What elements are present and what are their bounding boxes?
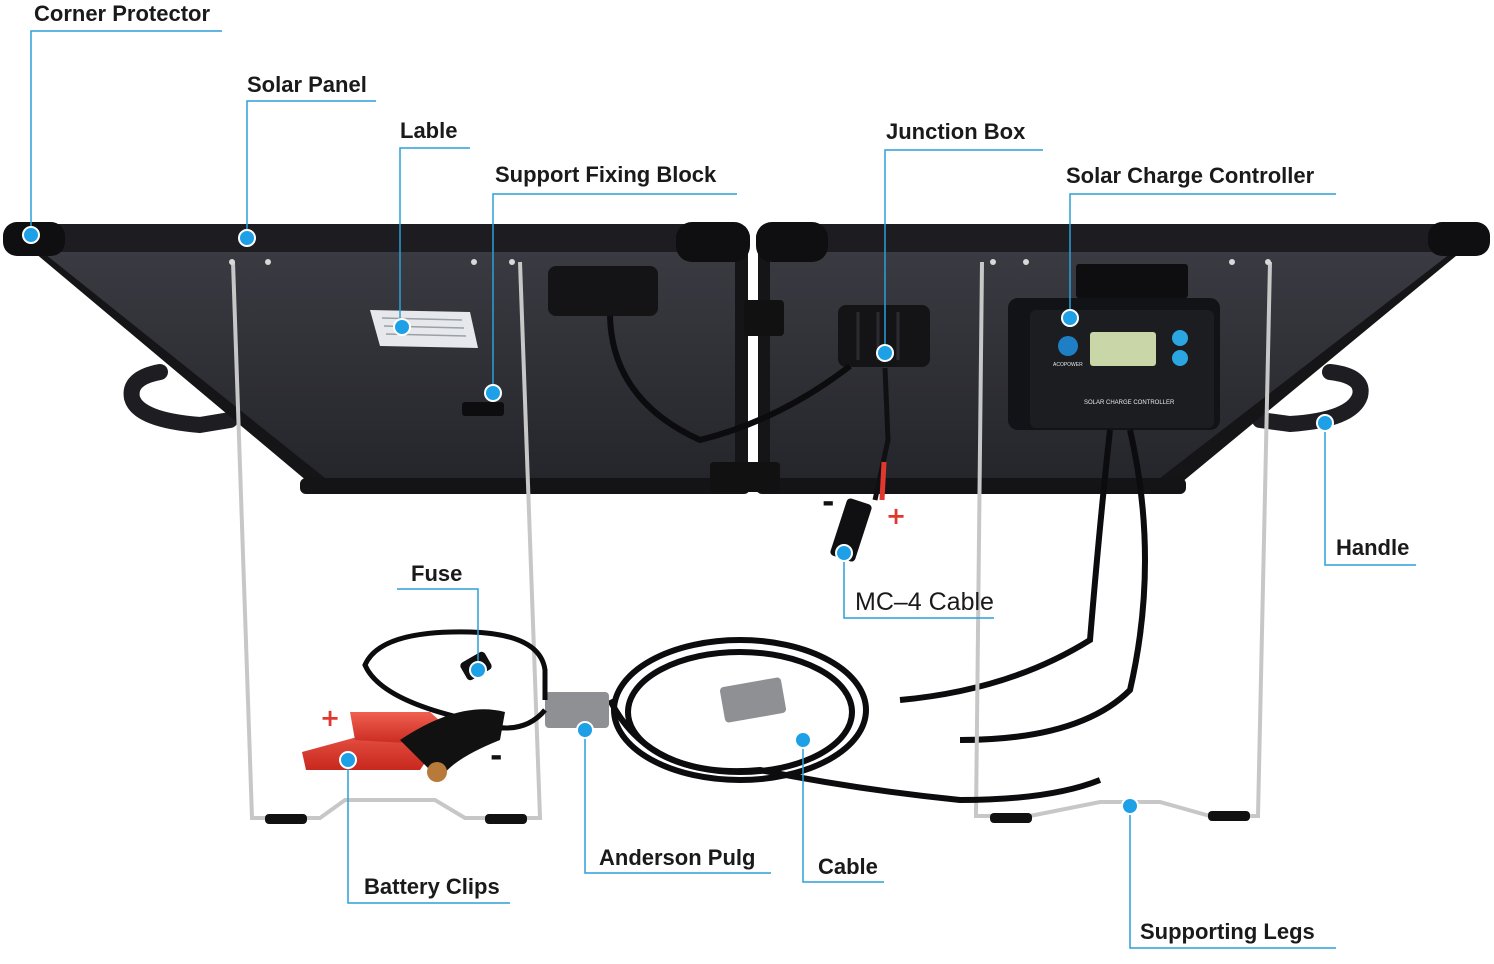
dot-junction-box — [876, 344, 894, 362]
controller-brand: ACOPOWER — [1053, 362, 1083, 368]
support-fixing-block — [462, 402, 504, 416]
label-supporting-legs: Supporting Legs — [1140, 919, 1315, 944]
dot-solar-charge-controller — [1061, 309, 1079, 327]
controller-solar-cable — [959, 429, 1148, 743]
label-lable: Lable — [400, 118, 458, 143]
dot-solar-panel — [238, 229, 256, 247]
mc4-minus-sign: - — [822, 485, 835, 520]
solar-charge-controller: ACOPOWER SOLAR CHARGE CONTROLLER — [1008, 298, 1220, 430]
controller-title: SOLAR CHARGE CONTROLLER — [1084, 400, 1175, 406]
controller-lcd — [1090, 332, 1156, 366]
label-fuse: Fuse — [411, 561, 463, 586]
acopower-logo-icon — [1058, 336, 1078, 356]
dot-cable — [794, 731, 812, 749]
corner-protector-mid-left — [676, 222, 750, 262]
hinge-block-bottom — [710, 462, 780, 492]
mc4-lead-positive — [872, 367, 891, 501]
callout-dots — [22, 226, 1334, 815]
interconnect-cable — [607, 315, 852, 444]
supporting-leg-left — [231, 261, 543, 820]
dot-handle — [1316, 414, 1334, 432]
label-anderson-pulg: Anderson Pulg — [599, 845, 756, 870]
dot-battery-clips — [339, 751, 357, 769]
dot-corner-protector — [22, 226, 40, 244]
anderson-plug — [545, 677, 787, 728]
label-corner-protector: Corner Protector — [34, 1, 211, 26]
solar-panel-left — [10, 224, 750, 494]
label-solar-charge-controller: Solar Charge Controller — [1066, 163, 1315, 188]
label-handle: Handle — [1336, 535, 1410, 560]
battery-clips — [302, 709, 505, 782]
label-mc4-cable: MC–4 Cable — [855, 588, 994, 616]
label-cable: Cable — [818, 854, 878, 879]
dot-fuse — [469, 661, 487, 679]
callout-lines — [30, 30, 1416, 949]
controller-battery-cable — [899, 429, 1113, 703]
corner-protector-mid-right — [756, 222, 828, 262]
corner-protector-right — [1428, 222, 1490, 256]
label-support-fixing-block: Support Fixing Block — [495, 162, 717, 187]
handle-right — [1252, 364, 1369, 433]
label-solar-panel: Solar Panel — [247, 72, 367, 97]
controller-button-top[interactable] — [1172, 330, 1188, 346]
dot-mc4-cable — [835, 544, 853, 562]
controller-button-bottom[interactable] — [1172, 350, 1188, 366]
controller-bracket — [1076, 264, 1188, 298]
clip-plus-sign: + — [320, 704, 341, 732]
clip-minus-sign: - — [490, 739, 503, 774]
hinge-block — [744, 300, 784, 336]
lable-sticker — [370, 310, 478, 348]
extension-cable — [607, 637, 1102, 804]
handle-left — [123, 364, 238, 434]
dot-supporting-legs — [1121, 797, 1139, 815]
label-junction-box: Junction Box — [886, 119, 1026, 144]
junction-box — [838, 305, 930, 367]
mc4-plus-sign: + — [886, 502, 907, 530]
junction-box-left — [548, 266, 658, 316]
dot-anderson-pulg — [576, 721, 594, 739]
dot-support-fixing-block — [484, 384, 502, 402]
label-battery-clips: Battery Clips — [364, 874, 500, 899]
dot-lable — [393, 318, 411, 336]
